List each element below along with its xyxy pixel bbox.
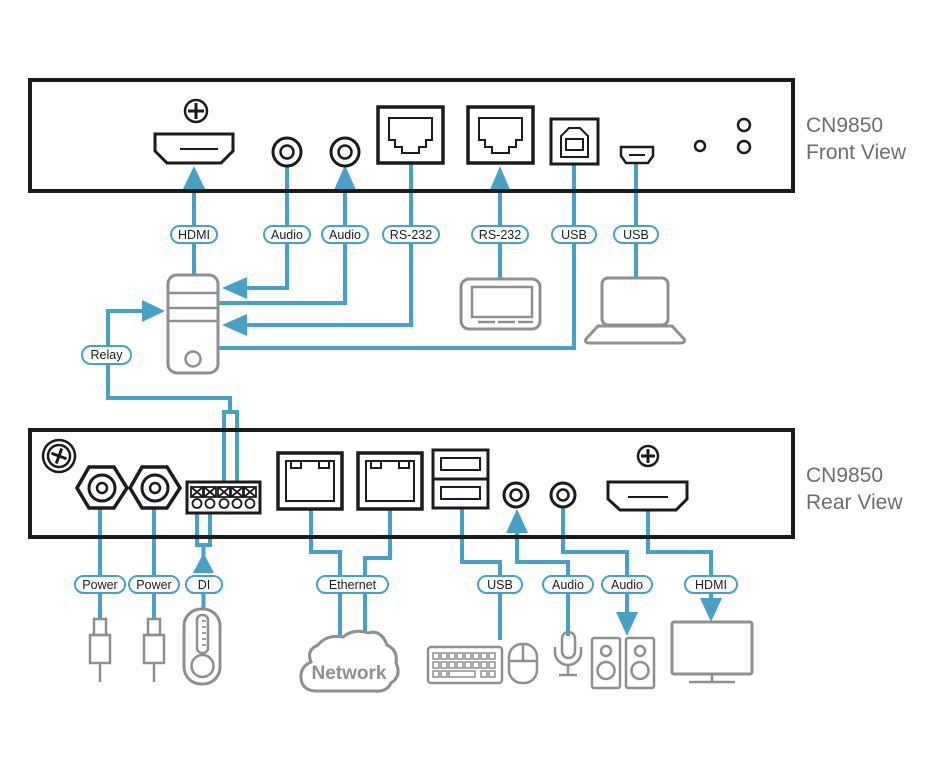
label-rs232-front-2: RS-232 xyxy=(471,225,529,244)
arrow-up-di xyxy=(193,553,214,573)
label-di: DI xyxy=(185,575,223,594)
audio-jack-front-1-icon xyxy=(271,136,303,168)
network-cloud-label: Network xyxy=(311,663,387,684)
power-jack-1-icon xyxy=(74,465,130,510)
arrow-down-hdmi-rear xyxy=(700,598,722,622)
network-cloud-icon xyxy=(299,629,400,693)
thermometer-icon xyxy=(182,607,222,686)
microphone-icon xyxy=(553,630,583,677)
front-title-view: Front View xyxy=(806,141,906,164)
serial-terminal-icon xyxy=(459,277,542,331)
arrow-left-rs232 xyxy=(222,314,247,336)
rs232-1-front-line xyxy=(244,163,413,327)
relay-line xyxy=(106,309,239,486)
label-ethernet: Ethernet xyxy=(316,575,389,594)
ethernet-port-2-icon xyxy=(356,451,424,511)
label-usb-front-1: USB xyxy=(551,225,597,244)
arrow-up-audio-mic xyxy=(506,509,528,533)
label-hdmi-rear: HDMI xyxy=(684,575,738,594)
led-indicators-icon xyxy=(693,117,752,155)
arrow-left-audio1 xyxy=(222,277,247,299)
rear-title-view: Rear View xyxy=(806,491,903,514)
arrow-up-audio2 xyxy=(334,165,356,190)
speakers-icon xyxy=(590,636,656,690)
label-hdmi-front: HDMI xyxy=(170,225,218,244)
rj45-port-front-2-icon xyxy=(466,105,535,165)
label-power-1: Power xyxy=(74,575,126,594)
peripheral-devices xyxy=(88,273,754,693)
terminal-block-icon xyxy=(185,480,262,515)
rear-title-model: CN9850 xyxy=(806,464,884,487)
audio-jack-rear-1-icon xyxy=(502,481,530,509)
arrow-up-hdmi-front xyxy=(182,166,206,191)
arrow-down-audio-speaker xyxy=(616,612,638,636)
rj45-port-front-1-icon xyxy=(376,105,445,165)
dc-plug-2-icon xyxy=(142,617,166,682)
usb-mini-port-icon xyxy=(619,145,655,165)
label-usb-front-2: USB xyxy=(613,225,659,244)
front-title-model: CN9850 xyxy=(806,114,884,137)
audio-jack-front-2-icon xyxy=(329,136,361,168)
connector-arrows xyxy=(142,165,722,636)
ethernet-port-1-icon xyxy=(276,451,344,511)
pc-tower-icon xyxy=(166,273,220,375)
screw-hole-rear-icon xyxy=(636,444,660,468)
audio1-front-line xyxy=(244,166,289,290)
usb-a-ports-icon xyxy=(431,448,490,510)
label-relay: Relay xyxy=(81,345,132,365)
label-audio-front-2: Audio xyxy=(321,225,369,244)
dc-plug-1-icon xyxy=(88,617,112,682)
keyboard-icon xyxy=(426,645,504,685)
label-rs232-front-1: RS-232 xyxy=(382,225,440,244)
audio-jack-rear-2-icon xyxy=(549,481,577,509)
panel-borders xyxy=(28,78,795,539)
label-audio-front-1: Audio xyxy=(263,225,311,244)
label-usb-rear: USB xyxy=(477,575,523,594)
usb-b-port-icon xyxy=(549,117,600,166)
rear-panel-border xyxy=(28,428,795,539)
mouse-icon xyxy=(507,642,539,685)
power-jack-2-icon xyxy=(127,465,183,510)
hdmi-port-rear-icon xyxy=(606,480,689,512)
arrow-right-relay xyxy=(142,300,165,322)
laptop-icon xyxy=(584,276,686,345)
ethernet-lines xyxy=(309,506,392,658)
rear-panel-ports xyxy=(41,438,689,515)
front-view-title: CN9850 Front View xyxy=(806,112,906,166)
arrow-up-rs232-2 xyxy=(489,166,511,192)
rear-view-title: CN9850 Rear View xyxy=(806,462,903,516)
front-panel-ports xyxy=(153,98,752,168)
hdmi-port-front-icon xyxy=(153,132,235,165)
monitor-icon xyxy=(670,620,754,684)
screw-hole-front-icon xyxy=(183,98,209,124)
label-audio-rear-2: Audio xyxy=(601,575,653,594)
front-panel-border xyxy=(28,78,795,193)
label-power-2: Power xyxy=(128,575,180,594)
grounding-screw-icon xyxy=(41,438,77,474)
label-audio-rear-1: Audio xyxy=(542,575,594,594)
audio-mic-line xyxy=(515,531,570,636)
